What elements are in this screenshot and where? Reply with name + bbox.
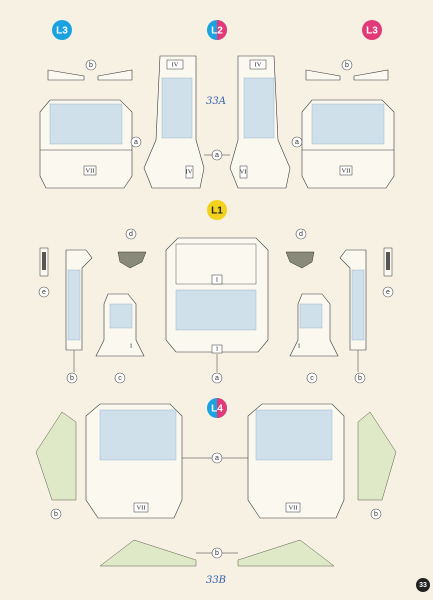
mid-right-bracket-d: d [285,228,315,269]
numeral-vi-bottom-right: VI [240,168,247,175]
badge-middle-text: L1 [211,206,223,217]
badge-top-center: L2 [207,20,227,40]
page-number-badge: 33 [416,578,430,592]
numeral-1-mid-center: 1 [215,345,218,352]
badge-lower: L4 [207,398,227,418]
label-b-mid-left: b [70,375,74,382]
label-c-left: c [118,375,122,382]
handwritten-bottom: 33B [206,575,226,586]
top-left-b-strips: b [47,59,133,81]
label-c-right: c [310,375,314,382]
label-b-top-right: b [345,62,349,69]
numeral-iv-bottom-left: IV [186,168,193,175]
lower-right-glass-b: b [357,411,397,520]
mid-left-strip-b: b [65,249,93,384]
numeral-iv-top-center-right: IV [255,61,262,68]
top-center-house-net: IV IV IV VI a [143,55,291,189]
badge-top-right-text: L3 [366,26,378,37]
label-a-top-right: a [295,139,299,146]
numeral-vii-lower-left: VII [136,504,145,511]
mid-left-lamp-piece: e [38,247,50,298]
numeral-i-mid-center: I [216,276,218,283]
badge-top-right: L3 [362,20,382,40]
mid-left-gable-c: 1 c [95,293,145,384]
mid-right-strip-b: b [339,249,367,384]
mid-right-lamp-piece: e [382,247,394,298]
label-a-top-left: a [134,139,138,146]
label-b-top-left: b [89,62,93,69]
label-e-right: e [386,289,390,296]
label-d-left: d [129,231,133,238]
handwritten-top: 33A [206,96,226,107]
label-d-right: d [299,231,303,238]
label-b-lower-center: b [215,550,219,557]
label-b-lower-right: b [374,511,378,518]
badge-lower-text: L4 [211,404,223,415]
label-a-mid-center: a [215,375,219,382]
mid-center-house-net: I 1 a [165,237,269,384]
numeral-vii-lower-right: VII [288,504,297,511]
lower-right-house-net: VII [247,403,345,519]
top-right-house-net: VII a [291,99,395,189]
label-e-left: e [42,289,46,296]
numeral-1-mid-right: 1 [297,342,300,349]
mid-left-bracket-d: d [117,228,147,269]
lower-left-glass-b: b [35,411,77,520]
label-b-mid-right: b [358,375,362,382]
numeral-vii-top-left: VII [85,167,94,174]
page-number: 33 [419,582,427,589]
label-a-lower-center: a [215,455,219,462]
mid-right-gable-c: 1 c [289,293,339,384]
lower-glass-strips-b: b [99,539,335,567]
lower-left-house-net: VII [85,403,183,519]
badge-top-center-text: L2 [211,26,223,37]
label-a-top-center: a [215,152,219,159]
top-left-house-net: VII a [39,99,142,189]
badge-middle: L1 [207,200,227,220]
badge-top-left-text: L3 [56,26,68,37]
label-b-lower-left: b [54,511,58,518]
top-right-b-strips: b [305,59,389,81]
numeral-vii-top-right: VII [341,167,350,174]
numeral-iv-top-center-left: IV [172,61,179,68]
numeral-1-mid-left: 1 [129,342,132,349]
badge-top-left: L3 [52,20,72,40]
